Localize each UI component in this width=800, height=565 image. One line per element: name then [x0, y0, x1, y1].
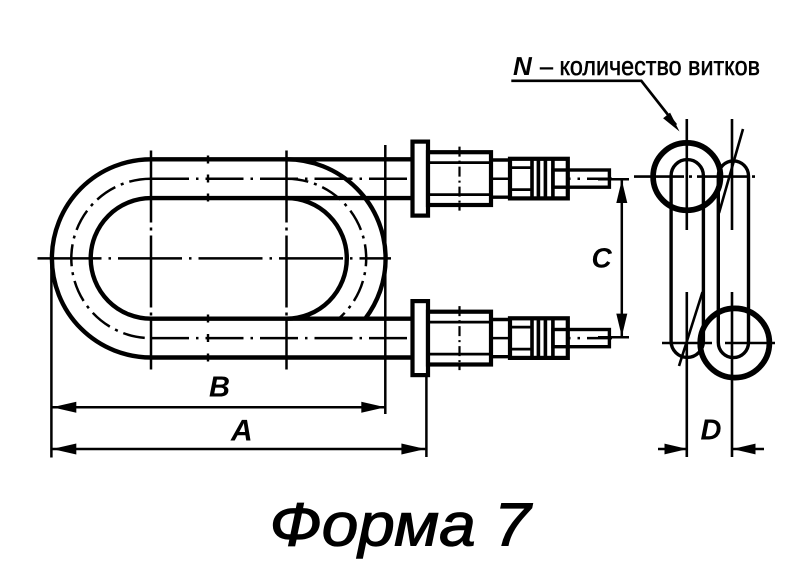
svg-text:– количество витков: – количество витков	[540, 51, 760, 81]
svg-text:A: A	[230, 415, 253, 448]
svg-text:D: D	[701, 415, 722, 447]
svg-text:C: C	[592, 243, 613, 274]
svg-text:Форма 7: Форма 7	[270, 491, 533, 559]
svg-text:N: N	[513, 51, 533, 81]
svg-text:B: B	[209, 371, 230, 403]
